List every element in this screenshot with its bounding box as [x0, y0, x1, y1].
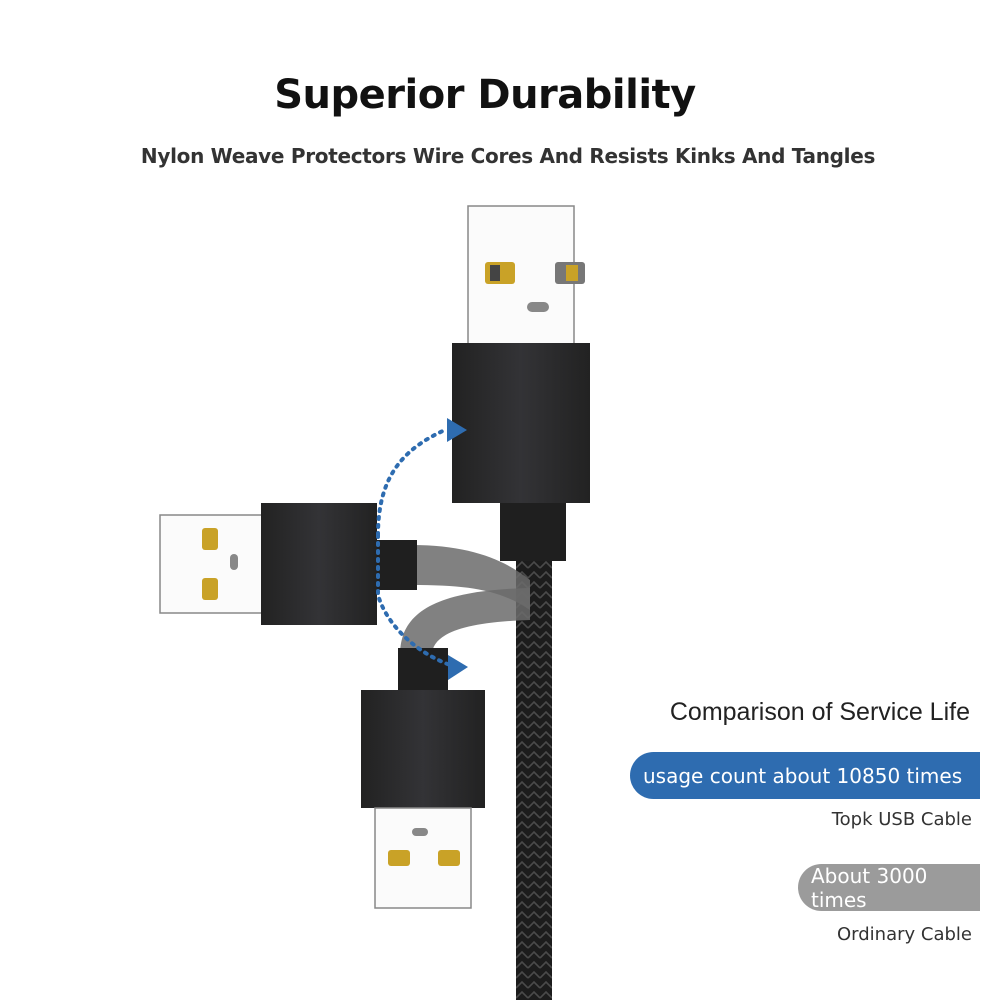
- page-subtitle: Nylon Weave Protectors Wire Cores And Re…: [140, 144, 876, 168]
- ordinary-usage-pill: About 3000 times: [798, 863, 980, 912]
- ordinary-usage-text: About 3000 times: [811, 863, 928, 912]
- topk-cable-label: Topk USB Cable: [831, 809, 972, 830]
- braided-cable: [516, 560, 552, 1000]
- usb-connector-top: [452, 205, 590, 561]
- usb-connector-left: [159, 503, 417, 625]
- bend-arrow-icon: [376, 418, 468, 680]
- usb-connector-bottom: [361, 648, 485, 909]
- topk-usage-pill: usage count about 10850 times: [630, 752, 980, 799]
- ordinary-cable-label: Ordinary Cable: [837, 924, 972, 945]
- comparison-title: Comparison of Service Life: [669, 698, 970, 726]
- page-title: Superior Durability: [274, 72, 696, 118]
- topk-usage-text: usage count about 10850 times: [643, 763, 963, 788]
